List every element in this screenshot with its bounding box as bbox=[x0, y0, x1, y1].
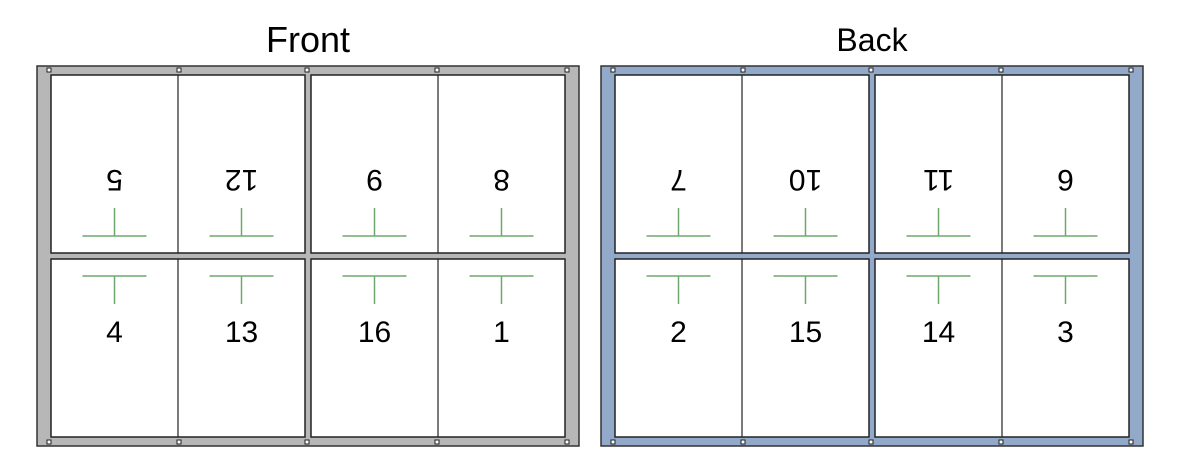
front-page-number-bottom: 13 bbox=[225, 316, 258, 349]
front-page-number-top: 5 bbox=[106, 163, 123, 196]
front-marker bbox=[176, 67, 182, 73]
back-page-number-bottom: 14 bbox=[922, 316, 955, 349]
back-marker bbox=[1128, 67, 1134, 73]
front-marker bbox=[46, 439, 52, 445]
back-page-number-top: 6 bbox=[1057, 163, 1074, 196]
back-marker bbox=[610, 439, 616, 445]
front-page-number-bottom: 4 bbox=[106, 316, 123, 349]
back-marker bbox=[610, 67, 616, 73]
back-marker bbox=[868, 439, 874, 445]
front-title: Front bbox=[265, 19, 351, 60]
front-page-number-bottom: 1 bbox=[493, 316, 510, 349]
front-marker bbox=[434, 439, 440, 445]
front-page-number-top: 12 bbox=[225, 163, 258, 196]
back-page-number-bottom: 3 bbox=[1057, 316, 1074, 349]
back-page-number-top: 10 bbox=[789, 163, 822, 196]
front-marker bbox=[304, 67, 310, 73]
back-title: Back bbox=[836, 22, 908, 58]
back-marker bbox=[998, 439, 1004, 445]
front-marker bbox=[304, 439, 310, 445]
back-sheet: 7 2 10 15 11 14 6 3 bbox=[600, 65, 1144, 447]
back-page-number-top: 11 bbox=[923, 163, 954, 196]
back-page-number-top: 7 bbox=[670, 163, 687, 196]
back-marker bbox=[998, 67, 1004, 73]
front-marker bbox=[564, 439, 570, 445]
front-sheet: 5 4 12 13 9 16 8 1 bbox=[36, 65, 580, 447]
front-page-number-top: 9 bbox=[366, 163, 383, 196]
back-marker bbox=[740, 439, 746, 445]
front-page-number-top: 8 bbox=[493, 163, 510, 196]
front-page-number-bottom: 16 bbox=[358, 316, 391, 349]
back-marker bbox=[868, 67, 874, 73]
back-page-number-bottom: 2 bbox=[670, 316, 687, 349]
front-marker bbox=[434, 67, 440, 73]
back-page-number-bottom: 15 bbox=[789, 316, 822, 349]
back-marker bbox=[740, 67, 746, 73]
back-marker bbox=[1128, 439, 1134, 445]
front-marker bbox=[46, 67, 52, 73]
front-marker bbox=[564, 67, 570, 73]
front-marker bbox=[176, 439, 182, 445]
